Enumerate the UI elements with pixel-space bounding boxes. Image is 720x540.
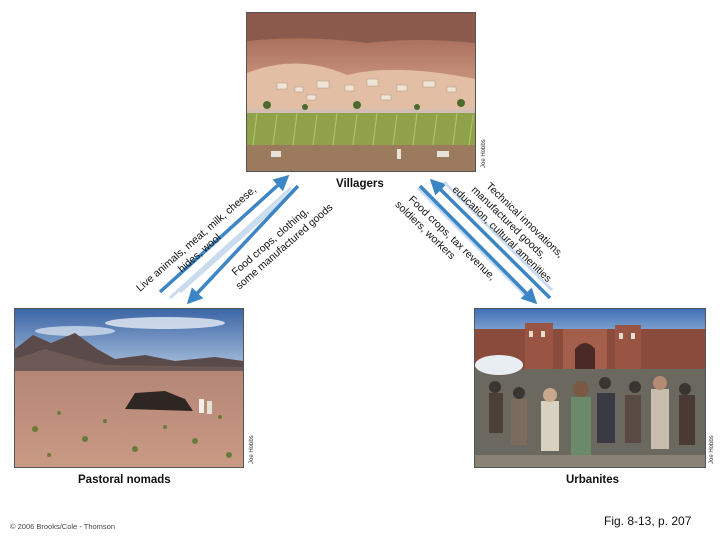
flow-label-villagers-to-pastoral-line2: some manufactured goods: [234, 201, 336, 292]
copyright-notice: © 2006 Brooks/Cole - Thomson: [10, 522, 115, 531]
arrow-pastoral-to-villagers: [160, 177, 287, 292]
figure-reference: Fig. 8-13, p. 207: [604, 514, 691, 528]
